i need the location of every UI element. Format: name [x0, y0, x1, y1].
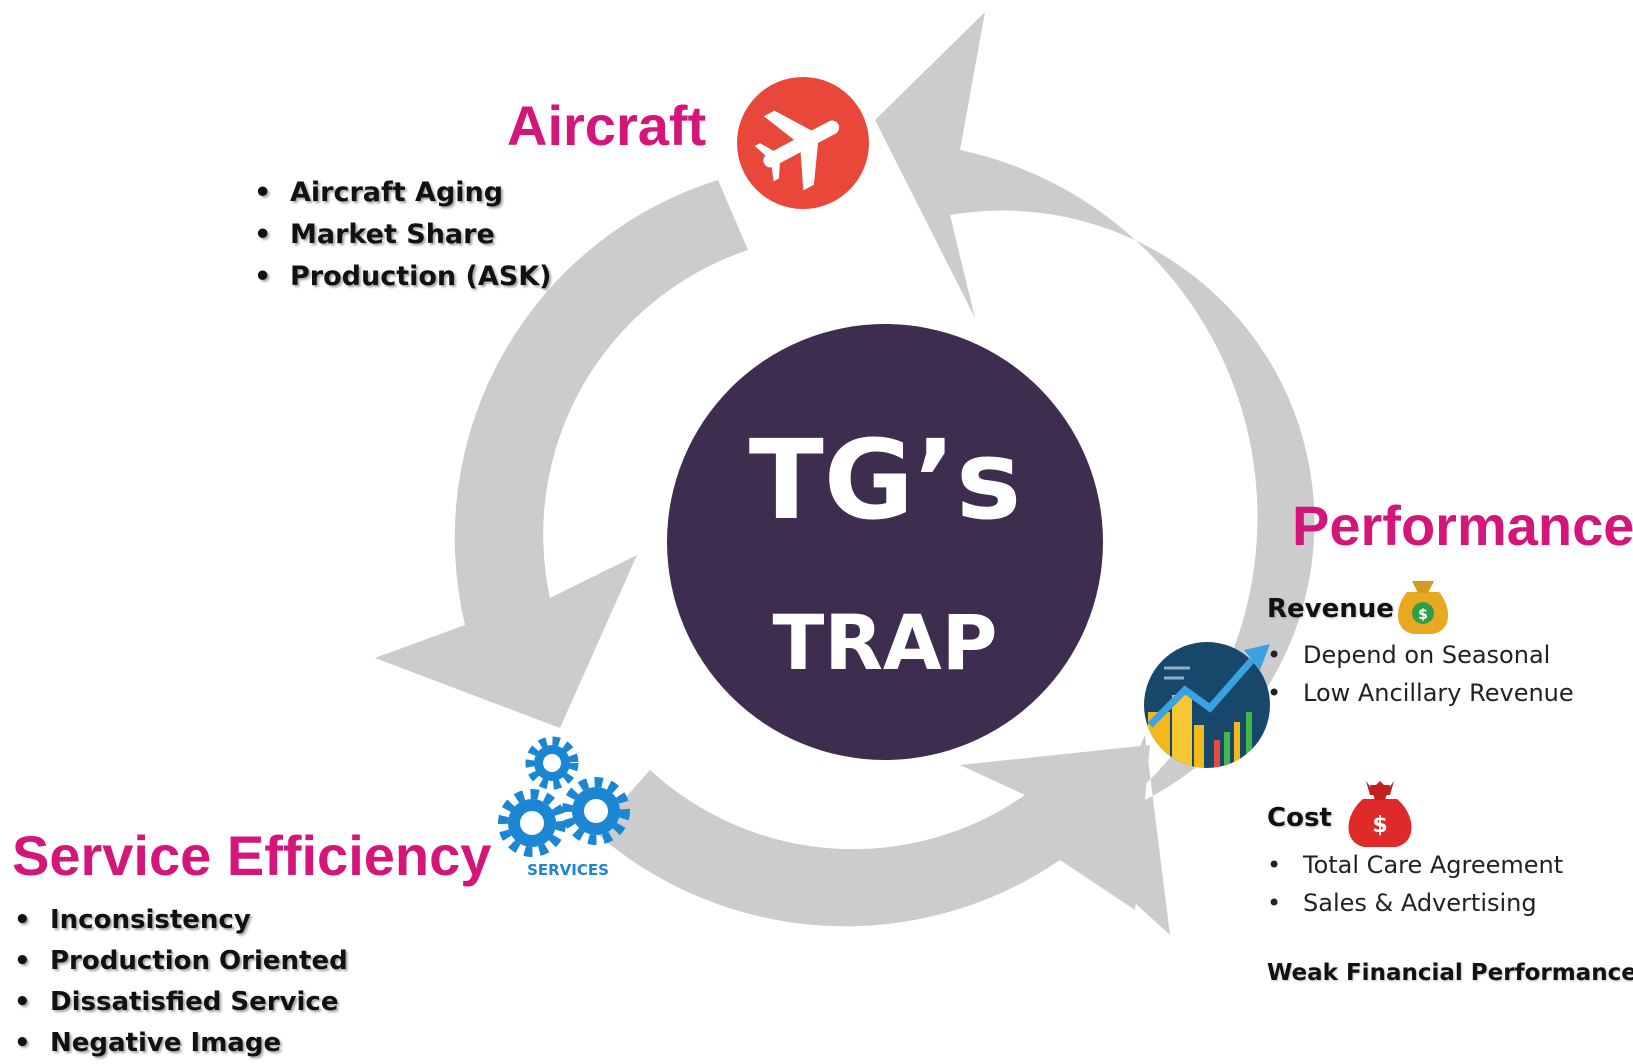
cycle-arrow-right: [875, 12, 1315, 935]
list-item: Negative Image: [14, 1023, 348, 1064]
performance-heading: Performance: [1292, 494, 1633, 557]
airplane-icon: [737, 77, 869, 209]
performance-summary: Weak Financial Performance: [1267, 960, 1633, 986]
svg-text:$: $: [1418, 607, 1428, 623]
list-item: Production (ASK): [254, 256, 551, 298]
svg-text:$: $: [1372, 813, 1387, 838]
list-item: Total Care Agreement: [1267, 846, 1563, 884]
list-item: Low Ancillary Revenue: [1267, 674, 1574, 712]
list-item: Inconsistency: [14, 900, 348, 941]
growth-chart-icon: [1144, 642, 1270, 768]
cycle-arrow-bottom: [595, 745, 1150, 927]
service-heading: Service Efficiency: [12, 824, 492, 887]
gears-icon: [498, 736, 630, 857]
list-item: Sales & Advertising: [1267, 884, 1563, 922]
list-item: Dissatisfied Service: [14, 982, 348, 1023]
cycle-arrow-left: [375, 180, 748, 728]
money-bag-icon: $: [1397, 581, 1449, 634]
list-item: Depend on Seasonal: [1267, 636, 1574, 674]
cost-money-bag-icon: $: [1348, 781, 1412, 847]
list-item: Market Share: [254, 214, 551, 256]
gears-icon-label: SERVICES: [527, 861, 609, 879]
aircraft-list: Aircraft Aging Market Share Production (…: [254, 172, 551, 298]
cost-label: Cost: [1267, 803, 1332, 833]
revenue-list: Depend on Seasonal Low Ancillary Revenue: [1267, 636, 1574, 712]
revenue-label: Revenue: [1267, 594, 1394, 624]
center-title-line1: TG’s: [748, 416, 1022, 544]
cost-list: Total Care Agreement Sales & Advertising: [1267, 846, 1563, 922]
service-list: Inconsistency Production Oriented Dissat…: [14, 900, 348, 1064]
center-circle: [667, 324, 1103, 760]
list-item: Aircraft Aging: [254, 172, 551, 214]
center-title-line2: TRAP: [772, 598, 998, 687]
aircraft-heading: Aircraft: [507, 94, 707, 157]
list-item: Production Oriented: [14, 941, 348, 982]
